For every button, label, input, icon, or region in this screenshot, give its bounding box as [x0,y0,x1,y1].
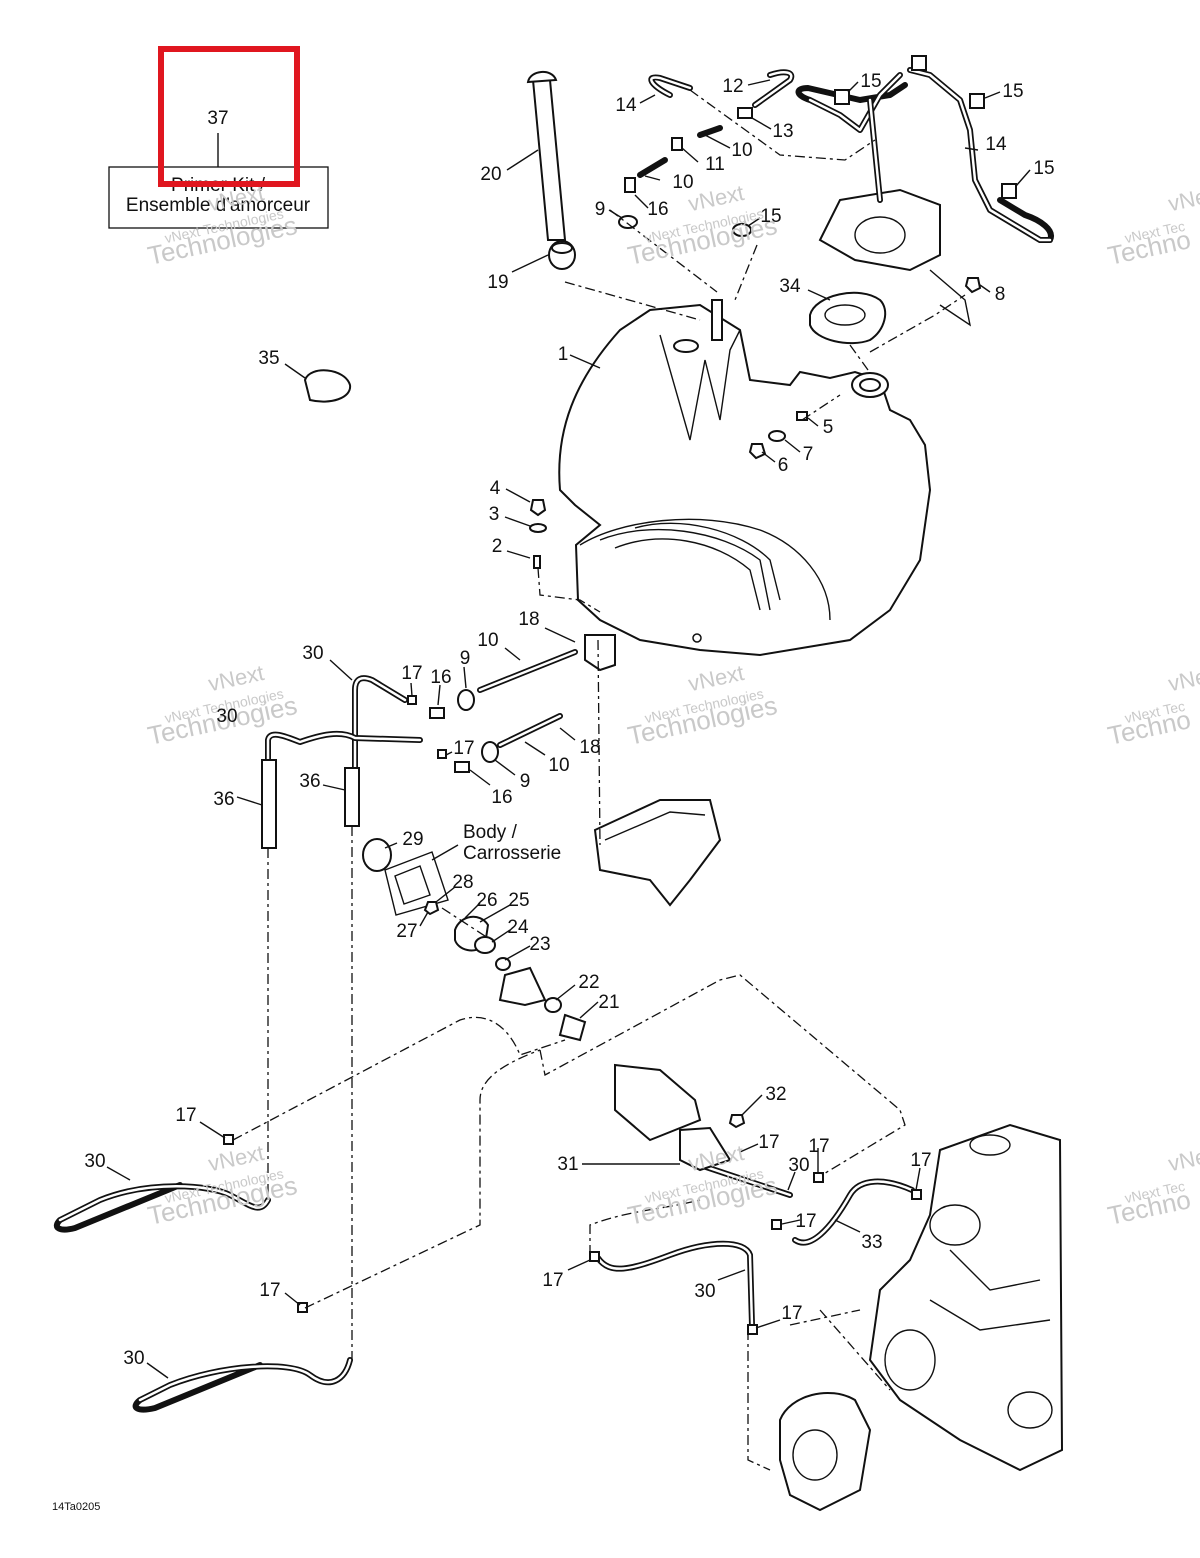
part-label[interactable]: 15 [1002,81,1023,102]
part-label[interactable]: 17 [910,1150,931,1171]
part-label[interactable]: 3 [489,504,500,525]
body-label-line1: Body / [463,822,518,843]
routing-lines [232,89,966,1471]
part-label[interactable]: 30 [84,1151,105,1172]
part-label[interactable]: 35 [258,348,279,369]
part-label[interactable]: 9 [460,648,471,669]
part-label[interactable]: 34 [779,276,801,297]
part-label[interactable]: 20 [480,164,501,185]
primer-bracket-31 [614,1063,732,1172]
part-label[interactable]: 16 [491,787,512,808]
part-labels: 37 1 2 3 4 5 6 7 8 9 9 9 10 10 10 10 11 … [84,71,1054,1369]
part-label[interactable]: 30 [123,1348,144,1369]
part-label[interactable]: 17 [175,1105,196,1126]
part-label[interactable]: 4 [490,478,501,499]
part-label-37[interactable]: 37 [207,108,228,129]
part-label[interactable]: 17 [259,1280,280,1301]
part-label[interactable]: 30 [694,1281,715,1302]
primer-assembly [362,838,587,1042]
leader-lines [106,79,1031,1379]
part-label[interactable]: 5 [823,417,834,438]
part-label[interactable]: 30 [788,1155,809,1176]
oil-tank-bracket [818,188,972,327]
body-label-line2: Carrosserie [463,843,561,864]
part-label[interactable]: 15 [760,206,781,227]
part-label[interactable]: 26 [476,890,497,911]
part-label[interactable]: 14 [985,134,1007,155]
fuel-tank [558,299,932,672]
body-panel [593,799,722,907]
part-label[interactable]: 18 [579,737,600,758]
part-label[interactable]: 10 [548,755,569,776]
part-label[interactable]: 10 [731,140,752,161]
part-label[interactable]: 16 [430,667,451,688]
part-label[interactable]: 8 [995,284,1006,305]
part-label[interactable]: 25 [508,890,529,911]
part-label[interactable]: 32 [765,1084,786,1105]
part-label[interactable]: 36 [299,771,320,792]
part-label[interactable]: 13 [772,121,793,142]
part-label[interactable]: 28 [452,872,473,893]
filler-tube-20 [526,71,567,241]
tank-hardware [529,277,982,569]
part-label[interactable]: 14 [615,95,637,116]
part-label[interactable]: 17 [795,1211,816,1232]
kit-label-line2: Ensemble d'amorceur [126,195,311,216]
body-callout: Body / Carrosserie [463,822,561,864]
part-label[interactable]: 12 [722,76,743,97]
part-label[interactable]: 36 [213,789,234,810]
engine [779,1123,1064,1512]
part-label[interactable]: 30 [216,706,237,727]
vent-hoses [618,55,1054,243]
part-label[interactable]: 10 [672,172,693,193]
part-label[interactable]: 22 [578,972,599,993]
part-label[interactable]: 27 [396,921,417,942]
highlight-box [158,46,300,187]
watermark-text: vNext [1166,180,1200,216]
part-label[interactable]: 15 [1033,158,1054,179]
grommet-19 [548,240,576,270]
part-label[interactable]: 21 [598,992,619,1013]
part-label[interactable]: 17 [401,663,422,684]
part-label[interactable]: 31 [557,1154,578,1175]
part-label[interactable]: 11 [705,154,725,175]
part-label[interactable]: 17 [781,1303,802,1324]
bottom-hoses [53,1114,922,1413]
part-label[interactable]: 18 [518,609,539,630]
part-label[interactable]: 2 [492,536,503,557]
drawing-code: 14Ta0205 [52,1501,100,1513]
part-label[interactable]: 29 [402,829,423,850]
part-label[interactable]: 30 [302,643,323,664]
filler-cap-34 [809,291,887,345]
part-label[interactable]: 9 [520,771,531,792]
part-label[interactable]: 33 [861,1232,882,1253]
part-label[interactable]: 6 [778,455,789,476]
watermark-text: vNext [1166,660,1200,696]
part-label[interactable]: 16 [647,199,668,220]
part-label[interactable]: 1 [558,344,569,365]
part-label[interactable]: 7 [803,444,814,465]
part-label[interactable]: 15 [860,71,881,92]
part-label[interactable]: 23 [529,934,550,955]
part-label[interactable]: 10 [477,630,498,651]
clamp-35 [303,369,352,403]
part-label[interactable]: 9 [595,199,606,220]
part-label[interactable]: 17 [542,1270,563,1291]
watermark-text: vNext [1166,1140,1200,1176]
part-label[interactable]: 19 [487,272,508,293]
part-label[interactable]: 17 [758,1132,779,1153]
part-label[interactable]: 17 [808,1136,829,1157]
part-label[interactable]: 24 [507,917,529,938]
part-label[interactable]: 17 [453,738,474,759]
